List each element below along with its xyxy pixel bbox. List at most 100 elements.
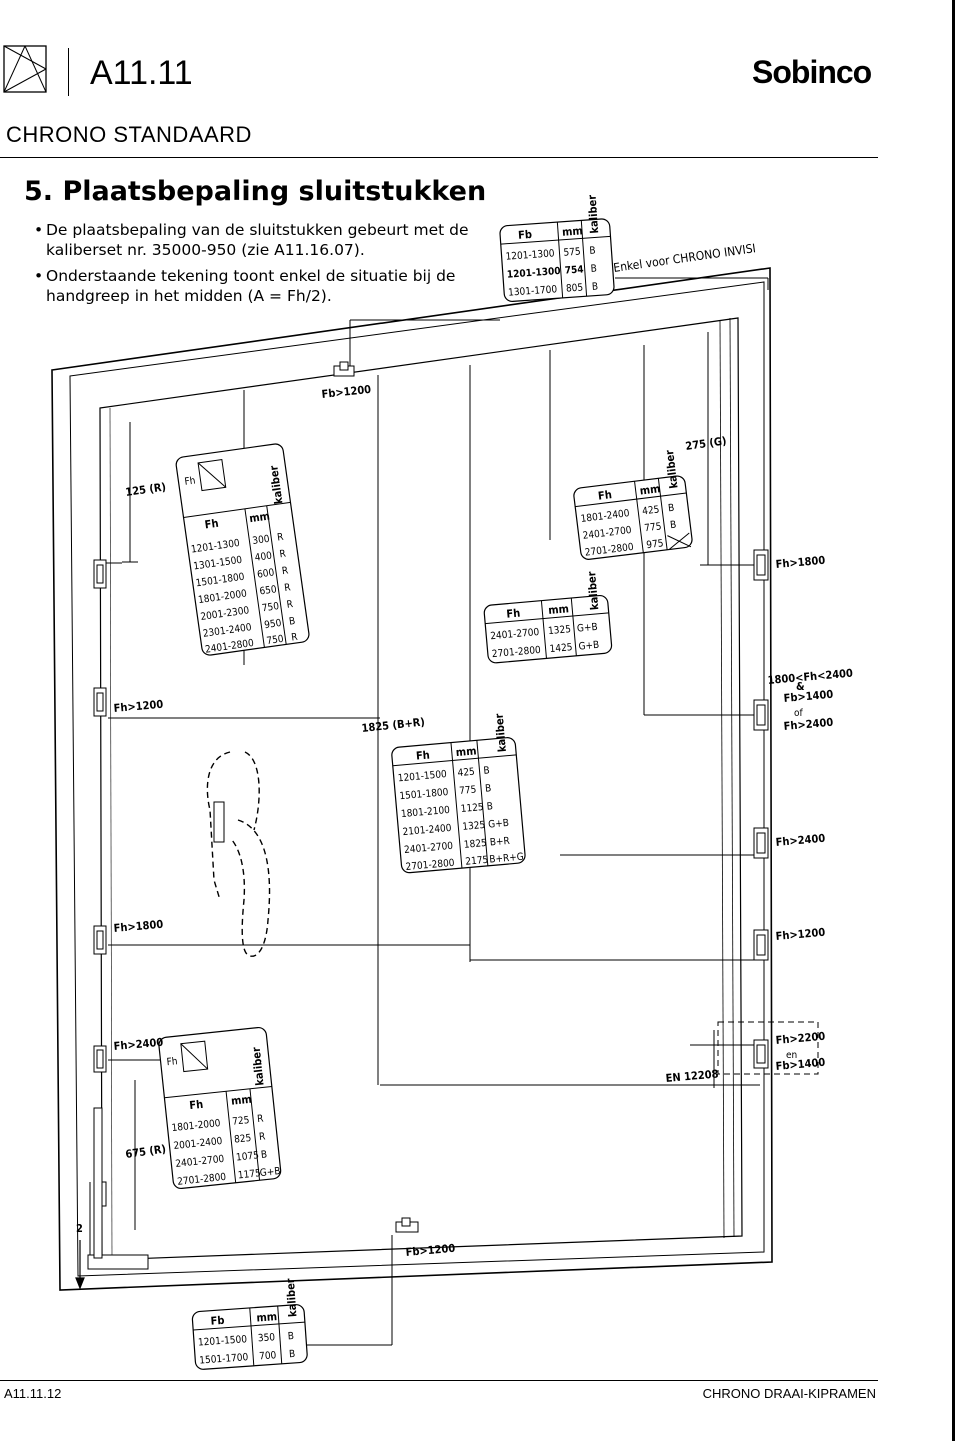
label: Fh>2400: [113, 1036, 164, 1053]
cell: 805: [566, 282, 584, 294]
cell: B+R: [489, 836, 510, 849]
col-header: Fb: [210, 1314, 225, 1328]
cell: 700: [259, 1350, 277, 1362]
cell: 2701-2800: [491, 645, 541, 660]
label: &: [796, 680, 805, 693]
cell: R: [284, 582, 292, 594]
label: of: [794, 708, 804, 719]
bullet-text: De plaatsbepaling van de sluitstukken ge…: [34, 220, 486, 260]
cell: 2401-2700: [175, 1154, 225, 1170]
label: en: [786, 1050, 797, 1061]
arrow-2mm: [75, 1240, 85, 1290]
cell: 750: [266, 634, 285, 647]
bullet-text: Onderstaande tekening toont enkel de sit…: [34, 266, 486, 306]
cell: R: [286, 599, 294, 611]
label: EN 12208: [665, 1067, 719, 1085]
col-header: mm: [562, 224, 583, 238]
cell: 2401-2700: [404, 841, 454, 856]
table-left-upper: Fh Fh mm kaliber 1201-1300 300 R 1301-15…: [175, 443, 310, 656]
col-header: Fh: [415, 748, 430, 762]
strike-plates: [87, 361, 769, 1270]
footer-page-code: A11.11.12: [4, 1386, 62, 1401]
cell: 400: [254, 551, 273, 564]
cell: B: [287, 1331, 294, 1342]
cell: 1801-2100: [401, 805, 451, 820]
cell: B: [667, 503, 674, 515]
label: 275 (G): [685, 434, 728, 453]
fh-icon-label: Fh: [166, 1056, 178, 1068]
col-header: kaliber: [267, 465, 285, 505]
cell: 350: [258, 1332, 276, 1344]
label: Fb>1400: [783, 688, 834, 705]
optional-condition-box: [717, 1021, 819, 1075]
label: Fh>1200: [113, 698, 164, 715]
handle-base: [213, 801, 225, 843]
cell: 725: [232, 1115, 250, 1128]
col-header: mm: [455, 744, 477, 759]
cell: 2175: [465, 855, 489, 868]
label: Fb>1200: [405, 1242, 456, 1259]
col-header: mm: [230, 1093, 252, 1108]
handle-outline: [206, 751, 271, 957]
cell: 1825: [463, 838, 487, 851]
cell: 1501-1700: [199, 1352, 249, 1366]
table-center: Fh mm kaliber 1201-1500 425 B 1501-1800 …: [391, 713, 526, 874]
cell: R: [291, 632, 299, 644]
cell: 2001-2400: [173, 1136, 223, 1152]
footer-section-title: CHRONO DRAAI-KIPRAMEN: [702, 1386, 876, 1401]
cell: 2701-2800: [405, 858, 455, 873]
cell: 1301-1700: [508, 284, 558, 298]
cell: 1425: [549, 642, 573, 655]
page-code: A11.11: [90, 54, 193, 92]
header-rule: [0, 157, 878, 158]
cell: R: [281, 565, 289, 577]
cell: 1175: [237, 1168, 261, 1181]
cell: G+B: [577, 622, 599, 635]
cell: B: [486, 801, 493, 812]
col-header: kaliber: [493, 713, 509, 753]
cell: 975: [646, 538, 664, 551]
cell: 650: [259, 584, 278, 597]
right-edge-bar: [952, 0, 955, 1441]
cell: 1125: [460, 802, 484, 815]
cell: 1201-1300: [505, 248, 555, 262]
table-bottom-fb: Fb mm kaliber 1201-1500 350 B 1501-1700 …: [191, 1278, 308, 1370]
label: Fb>1200: [321, 383, 372, 401]
cell: 950: [264, 618, 283, 631]
col-header: kaliber: [663, 449, 681, 489]
table-right-upper: Fh mm kaliber 1801-2400 425 B 2401-2700 …: [573, 449, 693, 560]
col-header: Fh: [189, 1098, 204, 1112]
col-header: mm: [256, 1310, 277, 1324]
label: Fh>1800: [113, 918, 164, 935]
col-header: Fh: [506, 607, 521, 621]
cell: 754: [564, 264, 584, 276]
label: 675 (R): [125, 1142, 167, 1161]
cell: G+B: [578, 640, 600, 653]
note-invisi: Enkel voor CHRONO INVISI: [612, 241, 756, 275]
label: Fb>1400: [775, 1056, 826, 1073]
cell: R: [277, 532, 285, 544]
col-header: kaliber: [586, 194, 602, 234]
cell: 1201-1500: [397, 769, 447, 784]
cell: 1501-1800: [399, 787, 449, 802]
col-header: Fh: [204, 517, 219, 532]
series-title: CHRONO STANDAARD: [6, 122, 252, 147]
col-header: kaliber: [585, 571, 601, 611]
col-header: Fh: [597, 488, 612, 503]
cell: B: [670, 520, 677, 532]
cell: B: [289, 1349, 296, 1360]
header-divider: [68, 48, 69, 96]
cell: B: [288, 616, 296, 628]
label: Fh>2400: [775, 832, 826, 849]
label: Fh>1800: [775, 554, 826, 571]
brand-logo: Sobinco: [752, 54, 872, 90]
cell: 825: [234, 1133, 252, 1146]
cell: B: [592, 281, 599, 292]
label: Fh>2400: [783, 716, 834, 733]
label: Fh>2200: [775, 1030, 826, 1047]
fh-icon-label: Fh: [184, 475, 196, 487]
label: 1800<Fh<2400: [767, 667, 853, 687]
cell: 750: [261, 601, 280, 614]
cell: 425: [457, 767, 475, 779]
cell: B: [590, 263, 597, 274]
